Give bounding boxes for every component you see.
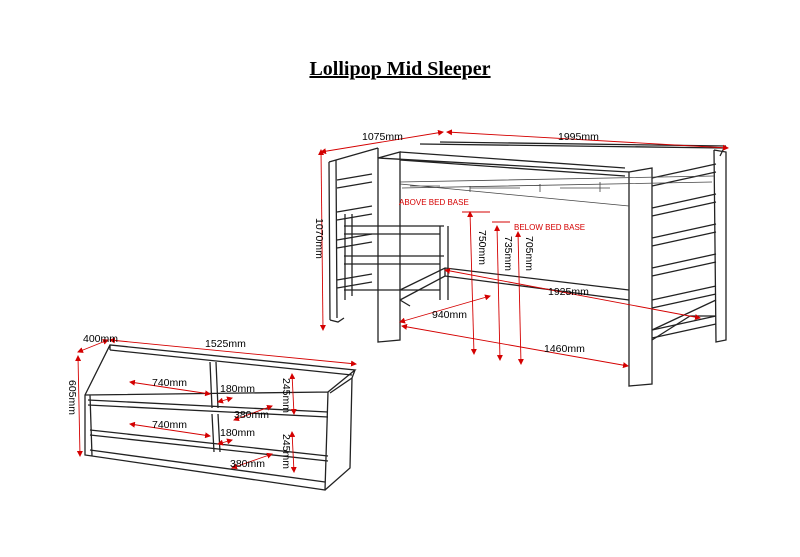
above-bed-base-label: ABOVE BED BASE xyxy=(399,198,469,207)
bed-dimension-lines xyxy=(318,129,729,369)
clearance-735-label: 735mm xyxy=(502,236,514,271)
bed-inner-length-label: 1925mm xyxy=(548,286,589,298)
bed-under-length-label: 1460mm xyxy=(544,343,585,355)
shelf-depth-label: 400mm xyxy=(83,333,118,345)
lower-shelf-width-label: 740mm xyxy=(152,419,187,431)
shelf-dimension-lines xyxy=(75,337,357,473)
shelf-height-label: 605mm xyxy=(66,380,78,415)
lower-divider-label: 180mm xyxy=(220,427,255,439)
upper-shelf-width-label: 740mm xyxy=(152,377,187,389)
upper-divider-label: 180mm xyxy=(220,383,255,395)
bed-front-left-post xyxy=(377,151,401,343)
clearance-705-label: 705mm xyxy=(523,236,535,271)
bed-back-right-post xyxy=(713,149,727,343)
shelf-width-label: 1525mm xyxy=(205,338,246,350)
shelf-unit-drawing xyxy=(84,344,357,491)
bed-under-width-label: 940mm xyxy=(432,309,467,321)
bed-front-right-post xyxy=(628,167,653,387)
clearance-750-label: 750mm xyxy=(476,230,488,265)
upper-shelf-depth-label: 380mm xyxy=(234,409,269,421)
shelf-unit-top-panel xyxy=(109,349,353,376)
lower-shelf-depth-label: 380mm xyxy=(230,458,265,470)
upper-shelf-height-label: 245mm xyxy=(280,378,292,413)
bed-length-label: 1995mm xyxy=(558,131,599,143)
bed-left-end-panel xyxy=(328,147,379,323)
page-title: Lollipop Mid Sleeper xyxy=(309,58,491,80)
lower-shelf-height-label: 245mm xyxy=(280,434,292,469)
below-bed-base-label: BELOW BED BASE xyxy=(514,223,585,232)
bed-right-end-rails xyxy=(651,163,717,339)
bed-base-slats xyxy=(399,175,715,207)
bed-height-label: 1070mm xyxy=(313,218,325,259)
bed-ladder xyxy=(344,225,449,300)
bed-width-label: 1075mm xyxy=(362,131,403,143)
shelf-unit-shelves xyxy=(87,361,329,483)
bed-top-rail xyxy=(377,141,727,177)
